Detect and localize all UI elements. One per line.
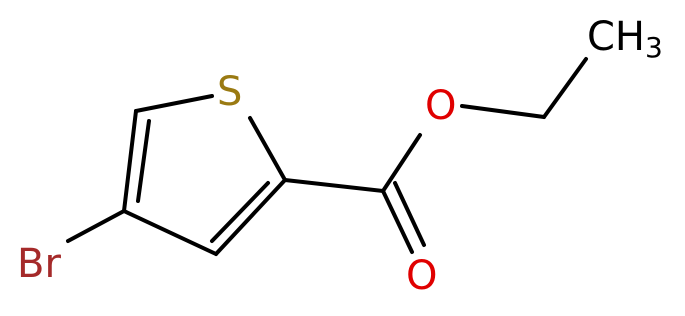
bond-s-c2 (248, 116, 287, 182)
bond-carbonyl-c-ester-o (381, 133, 422, 193)
bond-c5-s (134, 94, 214, 113)
bond-c4-c5-inner (136, 119, 151, 203)
bond-carbonyl-double-1 (381, 189, 414, 254)
bond-ch2-ch3 (542, 57, 588, 119)
bond-c4-br (66, 209, 126, 243)
bond-c2-c3-inner (210, 181, 270, 243)
bond-ester-o-ch2 (460, 104, 546, 119)
methyl-subscript: 3 (645, 31, 663, 64)
carbonyl-oxygen-atom-label: O (406, 253, 437, 299)
bond-c2-c3-outer (214, 178, 287, 256)
ester-oxygen-atom-label: O (425, 83, 456, 129)
sulfur-atom-label: S (217, 69, 242, 115)
bromine-atom-label: Br (17, 241, 61, 287)
bond-c4-c5-outer (122, 109, 138, 213)
methyl-carbon-label: CH (587, 14, 645, 60)
bond-c2-carbonyl-c (283, 178, 385, 193)
bond-c3-c4 (122, 209, 218, 256)
bond-carbonyl-double-2 (393, 181, 426, 247)
methyl-group-label: CH3 (587, 14, 663, 64)
